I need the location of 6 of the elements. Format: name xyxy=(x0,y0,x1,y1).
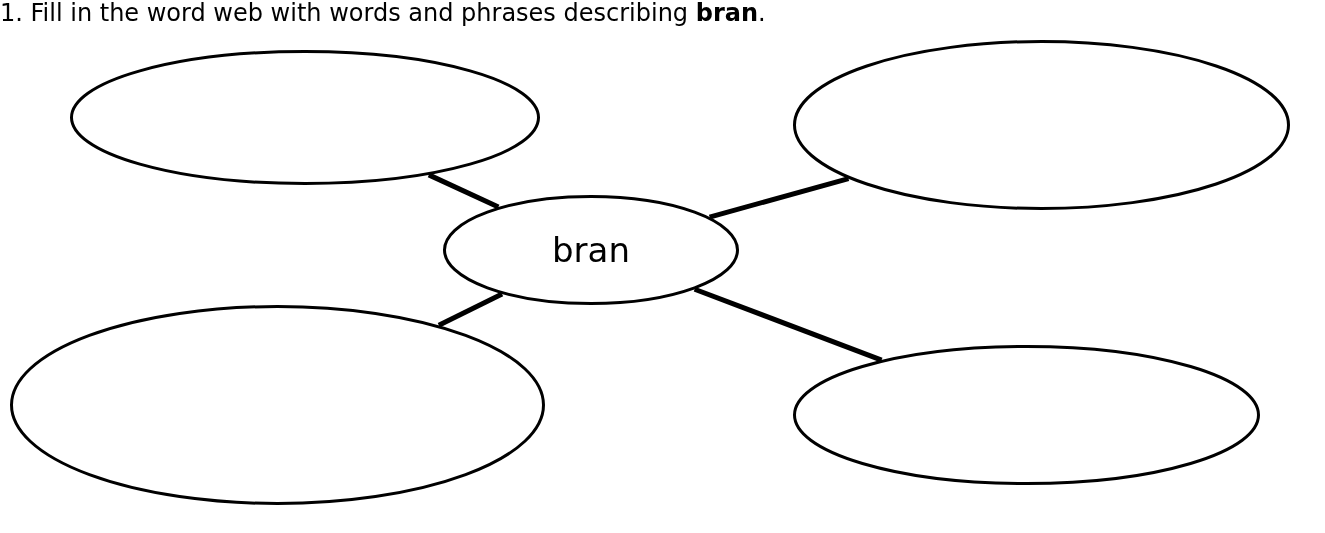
connector-line xyxy=(427,172,500,210)
instruction-text: 1. Fill in the word web with words and phrases describing bran. xyxy=(0,0,766,26)
connector-line xyxy=(693,286,883,363)
connector-line xyxy=(708,176,850,220)
connector-line xyxy=(437,291,504,328)
topic-word: bran xyxy=(552,230,630,270)
